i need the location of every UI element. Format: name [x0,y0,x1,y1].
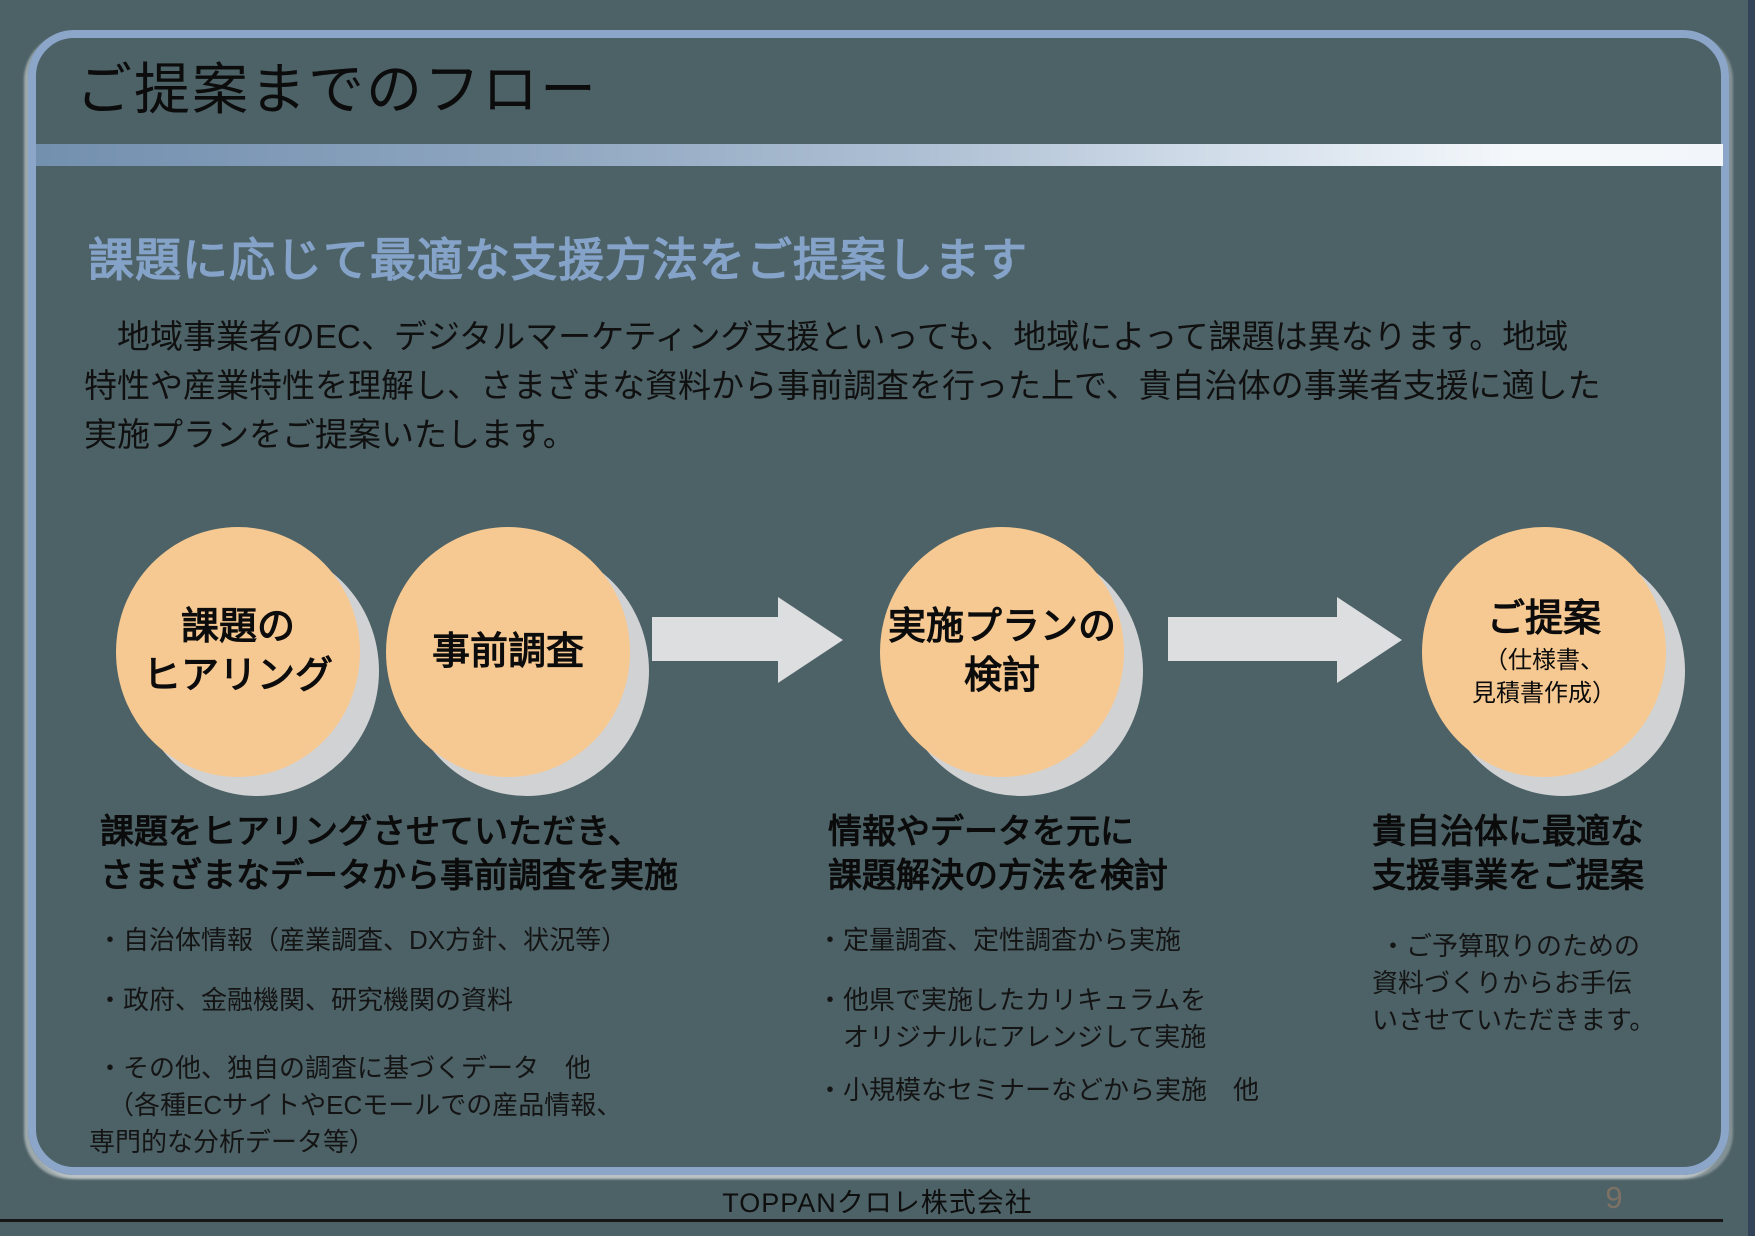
flow-step-label: 実施プランの [887,606,1116,648]
bullet-line: （各種ECサイトやECモールでの産品情報、 [108,1090,623,1120]
right-edge-strip [1748,0,1755,1236]
column-hearing-survey: 課題をヒアリングさせていただき、 さまざまなデータから事前調査を実施 ・自治体情… [89,810,775,1161]
column-heading: 情報やデータを元に 課題解決の方法を検討 [815,810,1395,898]
bullet-line: オリジナルにアレンジして実施 [817,1022,1207,1052]
column-heading-line: 課題解決の方法を検討 [828,857,1168,895]
flow-step-sublabel: （仕様書、 [1484,646,1604,674]
bullet-line: ・他県で実施したカリキュラムを [817,985,1207,1015]
column-proposal: 貴自治体に最適な 支援事業をご提案 ・ご予算取りのための 資料づくりからお手伝 … [1372,810,1742,1039]
intro-paragraph: 地域事業者のEC、デジタルマーケティング支援といっても、地域によって課題は異なり… [84,312,1694,459]
intro-line: 特性や産業特性を理解し、さまざまな資料から事前調査を行った上で、貴自治体の事業者… [84,367,1601,404]
bullet-line: 資料づくりからお手伝 [1372,968,1633,998]
footer-divider-line [0,1219,1723,1222]
intro-line: 地域事業者のEC、デジタルマーケティング支援といっても、地域によって課題は異なり… [84,318,1569,355]
flow-step-label: ご提案 [1486,597,1601,640]
column-bullets: ・自治体情報（産業調査、DX方針、状況等） ・政府、金融機関、研究機関の資料 ・… [89,922,775,1161]
bullet-line: 専門的な分析データ等） [89,1127,376,1157]
flow-step-sublabel: 見積書作成） [1472,679,1616,707]
flow-step-1-circle: 課題の ヒアリング [116,527,360,777]
flow-step-label: 課題の [180,606,295,648]
slide-title: ご提案までのフロー [76,58,598,121]
column-bullets: ・ご予算取りのための 資料づくりからお手伝 いさせていただきます。 [1372,928,1742,1039]
intro-line: 実施プランをご提案いたします。 [84,416,576,453]
page-number: 9 [1605,1180,1623,1215]
flow-arrow-1 [652,597,843,683]
bullet-line: ・政府、金融機関、研究機関の資料 [97,985,514,1015]
column-heading-line: 情報やデータを元に [828,813,1134,851]
bullet-line: いさせていただきます。 [1372,1005,1656,1035]
column-heading: 貴自治体に最適な 支援事業をご提案 [1372,810,1742,898]
bullet-line: ・自治体情報（産業調査、DX方針、状況等） [97,925,628,955]
flow-step-label: 事前調査 [431,630,584,673]
section-heading: 課題に応じて最適な支援方法をご提案します [88,234,1028,286]
bullet-line: ・ご予算取りのための [1380,931,1641,961]
slide-border [28,30,1729,1175]
footer-company-name: TOPPANクロレ株式会社 [722,1188,1033,1218]
column-plan-review: 情報やデータを元に 課題解決の方法を検討 ・定量調査、定性調査から実施 ・他県で… [815,810,1395,1109]
column-heading-line: 貴自治体に最適な [1372,813,1644,851]
flow-step-label: 検討 [963,655,1040,697]
flow-step-3-circle: 実施プランの 検討 [880,527,1124,777]
column-heading: 課題をヒアリングさせていただき、 さまざまなデータから事前調査を実施 [95,810,775,898]
bullet-line: ・小規模なセミナーなどから実施 他 [817,1075,1260,1105]
flow-step-label: ヒアリング [142,655,333,697]
column-heading-line: 課題をヒアリングさせていただき、 [100,813,642,851]
column-heading-line: さまざまなデータから事前調査を実施 [100,857,678,895]
bullet-line: ・定量調査、定性調査から実施 [817,925,1182,955]
column-bullets: ・定量調査、定性調査から実施 ・他県で実施したカリキュラムを オリジナルにアレン… [815,922,1395,1109]
bullet-line: ・その他、独自の調査に基づくデータ 他 [97,1053,592,1083]
column-heading-line: 支援事業をご提案 [1372,857,1644,895]
flow-step-2-circle: 事前調査 [386,527,630,777]
title-underline-band [36,144,1723,166]
flow-arrow-2 [1168,597,1402,683]
flow-step-4-circle: ご提案 （仕様書、 見積書作成） [1422,527,1666,777]
